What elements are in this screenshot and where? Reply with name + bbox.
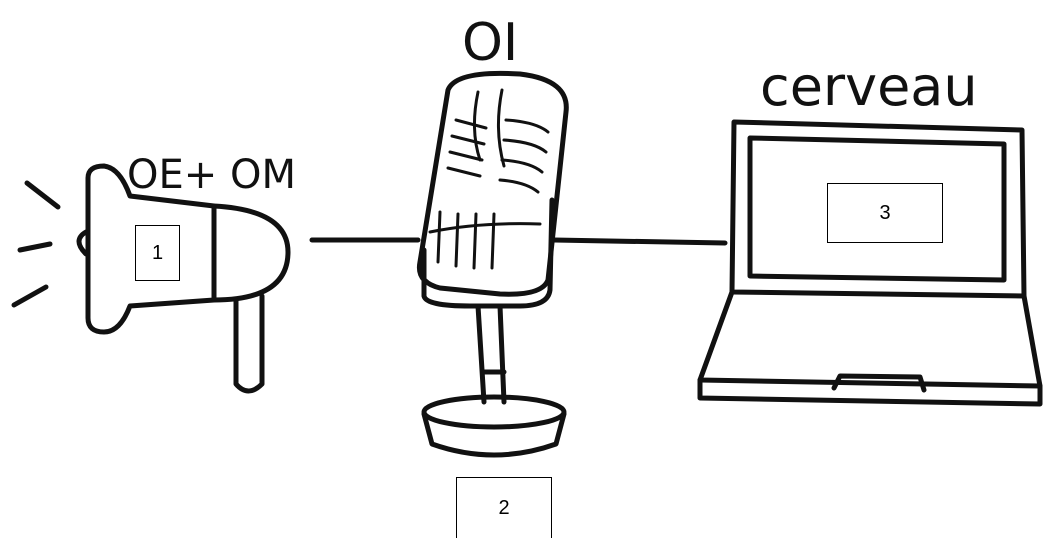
- megaphone-label: OE+ OM: [127, 152, 296, 198]
- laptop-label: cerveau: [760, 55, 978, 118]
- line-mic-laptop: [554, 240, 725, 243]
- box-3: 3: [827, 183, 943, 243]
- box-1: 1: [135, 225, 180, 281]
- laptop-icon: [700, 122, 1040, 404]
- microphone-icon: [419, 73, 566, 455]
- box-2: 2: [456, 477, 552, 538]
- microphone-label: OI: [462, 13, 518, 73]
